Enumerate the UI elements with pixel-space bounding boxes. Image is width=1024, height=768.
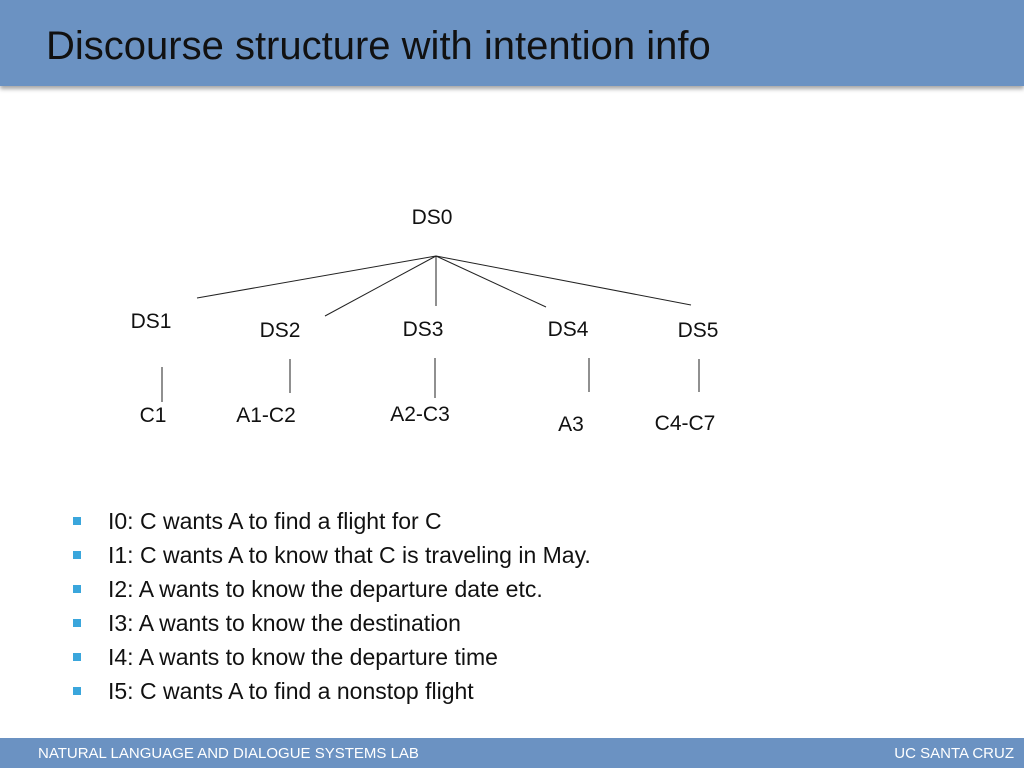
root-node-label: DS0 <box>412 206 453 229</box>
title-bar: Discourse structure with intention info <box>0 0 1024 86</box>
segment-node-ds5: DS5 <box>678 319 719 342</box>
slide-title: Discourse structure with intention info <box>46 24 711 68</box>
intention-text: I2: A wants to know the departure date e… <box>108 576 543 602</box>
footer-bar: NATURAL LANGUAGE AND DIALOGUE SYSTEMS LA… <box>0 738 1024 768</box>
intention-text: I1: C wants A to know that C is travelin… <box>108 542 591 568</box>
bullet-square-icon <box>73 551 81 559</box>
leaf-node-ds1: C1 <box>140 404 167 427</box>
list-item: I2: A wants to know the departure date e… <box>70 572 591 606</box>
footer-university: UC SANTA CRUZ <box>894 745 1014 762</box>
leaf-node-ds2: A1-C2 <box>236 404 296 427</box>
list-item: I3: A wants to know the destination <box>70 606 591 640</box>
list-item: I0: C wants A to find a flight for C <box>70 504 591 538</box>
edge-root-ds5 <box>435 255 692 306</box>
bullet-square-icon <box>73 517 81 525</box>
intention-text: I3: A wants to know the destination <box>108 610 461 636</box>
segment-node-ds1: DS1 <box>131 310 172 333</box>
segment-node-ds4: DS4 <box>548 318 589 341</box>
intention-text: I0: C wants A to find a flight for C <box>108 508 442 534</box>
leaf-node-ds3: A2-C3 <box>390 403 450 426</box>
segment-node-ds3: DS3 <box>403 318 444 341</box>
bullet-square-icon <box>73 585 81 593</box>
list-item: I1: C wants A to know that C is travelin… <box>70 538 591 572</box>
intention-list: I0: C wants A to find a flight for C I1:… <box>70 504 591 708</box>
bullet-square-icon <box>73 653 81 661</box>
intention-text: I4: A wants to know the departure time <box>108 644 498 670</box>
bullet-square-icon <box>73 619 81 627</box>
list-item: I4: A wants to know the departure time <box>70 640 591 674</box>
segment-node-ds2: DS2 <box>260 319 301 342</box>
footer-lab-name: NATURAL LANGUAGE AND DIALOGUE SYSTEMS LA… <box>38 745 419 762</box>
leaf-node-ds5: C4-C7 <box>655 412 716 435</box>
edge-root-ds1 <box>196 255 437 299</box>
bullet-square-icon <box>73 687 81 695</box>
edge-root-ds2 <box>324 255 437 317</box>
list-item: I5: C wants A to find a nonstop flight <box>70 674 591 708</box>
intention-text: I5: C wants A to find a nonstop flight <box>108 678 474 704</box>
edge-root-ds4 <box>435 255 547 308</box>
leaf-node-ds4: A3 <box>558 413 584 436</box>
